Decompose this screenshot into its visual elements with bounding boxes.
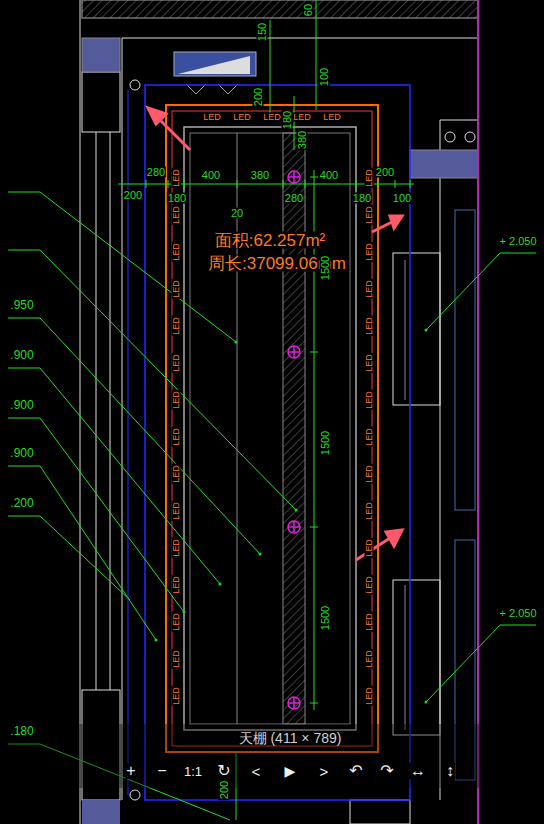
annotation-text: ↻ xyxy=(216,763,231,779)
led-label: LED xyxy=(232,113,252,122)
led-label: LED xyxy=(172,686,181,706)
annotation-text: + xyxy=(125,763,136,779)
led-label: LED xyxy=(172,390,181,410)
annotation-text: ↶ xyxy=(348,763,363,779)
led-label: LED xyxy=(365,464,374,484)
dimension-text: .200 xyxy=(9,497,34,509)
dimension-text: 400 xyxy=(201,170,221,181)
dimension-text: 100 xyxy=(392,193,412,204)
dimension-text: 1500 xyxy=(320,605,331,631)
led-label: LED xyxy=(172,612,181,632)
annotation-text: 天棚 (411 × 789) xyxy=(238,731,343,745)
annotation-text: ↔ xyxy=(409,763,427,779)
dimension-text: 200 xyxy=(123,190,143,201)
dimension-text: 60 xyxy=(303,3,314,17)
dimension-text: 100 xyxy=(319,67,330,87)
led-label: LED xyxy=(172,464,181,484)
led-label: LED xyxy=(365,168,374,188)
dimension-text: .900 xyxy=(9,349,34,361)
annotation-text: 1:1 xyxy=(183,765,203,778)
annotation-text: > xyxy=(319,764,330,779)
dimension-text: 380 xyxy=(250,170,270,181)
dimension-text: 280 xyxy=(284,193,304,204)
dimension-text: 150 xyxy=(257,22,268,42)
led-label: LED xyxy=(365,205,374,225)
led-label: LED xyxy=(172,649,181,669)
led-label: LED xyxy=(172,575,181,595)
dimension-text: 200 xyxy=(375,167,395,178)
dimension-text: 20 xyxy=(230,208,244,219)
led-label: LED xyxy=(365,575,374,595)
led-label: LED xyxy=(172,501,181,521)
annotation-text: − xyxy=(156,763,167,779)
dimension-text: 180 xyxy=(352,193,372,204)
led-label: LED xyxy=(322,113,342,122)
dimension-text: .950 xyxy=(9,299,34,311)
led-label: LED xyxy=(365,353,374,373)
annotation-text: ↷ xyxy=(379,763,394,779)
led-label: LED xyxy=(365,390,374,410)
led-label: LED xyxy=(262,113,282,122)
led-label: LED xyxy=(365,279,374,299)
led-label: LED xyxy=(202,113,222,122)
led-label: LED xyxy=(365,686,374,706)
dimension-text: + 2.050 xyxy=(498,608,537,619)
dimension-text: 180 xyxy=(282,110,293,130)
dimension-text: 180 xyxy=(167,193,187,204)
annotation-text: 面积:62.257m² xyxy=(214,232,327,249)
led-label: LED xyxy=(292,113,312,122)
dimension-text: 400 xyxy=(319,170,339,181)
led-label: LED xyxy=(365,427,374,447)
led-label: LED xyxy=(365,501,374,521)
led-label: LED xyxy=(365,649,374,669)
dimension-text: .900 xyxy=(9,399,34,411)
dimension-text: 200 xyxy=(219,780,230,800)
dimension-text: 280 xyxy=(146,167,166,178)
led-label: LED xyxy=(172,353,181,373)
led-label: LED xyxy=(172,538,181,558)
led-label: LED xyxy=(172,168,181,188)
dimension-text: 1500 xyxy=(320,255,331,281)
led-label: LED xyxy=(172,316,181,336)
led-label: LED xyxy=(365,316,374,336)
led-label: LED xyxy=(172,205,181,225)
led-label: LED xyxy=(172,279,181,299)
dimension-text: + 2.050 xyxy=(498,236,537,247)
dimension-text: 380 xyxy=(297,130,308,150)
annotation-text: < xyxy=(251,764,262,779)
led-label: LED xyxy=(172,427,181,447)
led-label: LED xyxy=(365,538,374,558)
annotation-text: ▶ xyxy=(284,764,297,778)
dimension-text: 200 xyxy=(253,87,264,107)
annotation-text: ↕ xyxy=(445,763,455,779)
dimension-text: .180 xyxy=(9,725,34,737)
led-label: LED xyxy=(365,612,374,632)
dimension-text: .900 xyxy=(9,447,34,459)
led-label: LED xyxy=(172,242,181,262)
dimension-text: 1500 xyxy=(320,430,331,456)
led-label: LED xyxy=(365,242,374,262)
